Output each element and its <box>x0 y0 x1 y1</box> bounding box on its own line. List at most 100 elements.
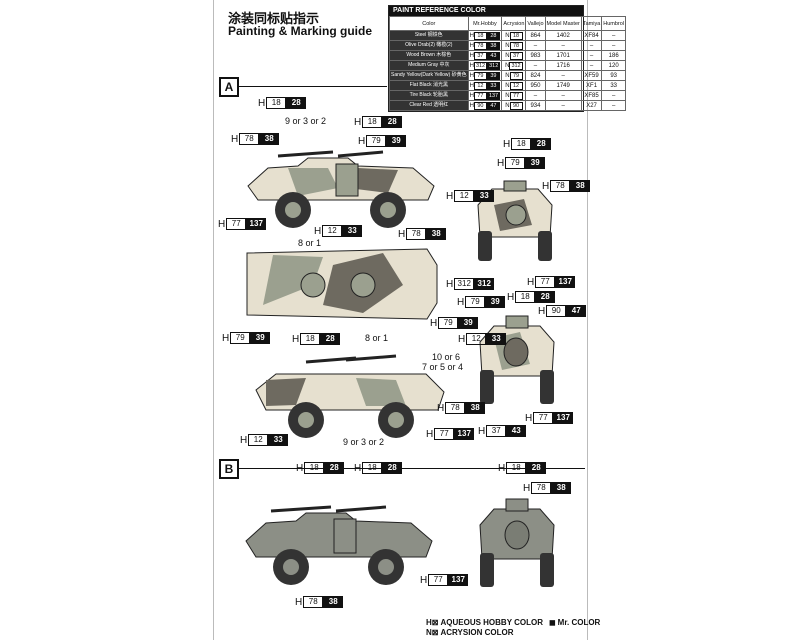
mr-code: 312 <box>487 61 501 70</box>
callout-prefix: H <box>292 333 300 345</box>
paint-table-title: PAINT REFERENCE COLOR <box>389 6 583 16</box>
humbrol-code: 93 <box>601 70 627 81</box>
callout-prefix: H <box>503 138 511 150</box>
n-code: 312 <box>509 61 523 70</box>
n-code: 18 <box>509 31 523 40</box>
callout-h-code: 18 <box>515 291 536 303</box>
callout-prefix: H <box>458 333 466 345</box>
col-mrhobby: Mr.Hobby <box>467 16 503 31</box>
callout-prefix: H <box>426 428 434 440</box>
col-humbrol: Humbrol <box>601 16 627 31</box>
callout-h-code: 77 <box>535 276 556 288</box>
callout-mr-code: 28 <box>526 462 547 474</box>
mr-code: 28 <box>486 31 500 40</box>
callout-h-code: 18 <box>304 462 325 474</box>
callout-mr-code: 38 <box>465 402 486 414</box>
h-code: 312 <box>473 61 488 70</box>
tamiya-code: XF1 <box>580 80 603 91</box>
vehicle-b-rear <box>479 498 555 587</box>
vallejo-code: – <box>525 40 546 51</box>
callout-prefix: H <box>354 462 362 474</box>
callout-mr-code: 137 <box>553 412 574 424</box>
model-master-code: – <box>544 100 582 111</box>
model-master-code: – <box>544 90 582 101</box>
callout-mr-code: 137 <box>454 428 475 440</box>
tamiya-code: – <box>580 40 603 51</box>
callout-mr-code: 39 <box>525 157 546 169</box>
callout-h-code: 18 <box>266 97 287 109</box>
callout-h-code: 78 <box>406 228 427 240</box>
color-legend: H⊠AQUEOUS HOBBY COLOR◼Mr. COLOR N⊠ACRYSI… <box>426 618 601 637</box>
callout-mr-code: 28 <box>286 97 307 109</box>
paint-name: Tire Black 轮胎黑 <box>389 90 469 101</box>
callout-mr-code: 39 <box>458 317 479 329</box>
callout-prefix: H <box>314 225 322 237</box>
callout-mr-code: 38 <box>551 482 572 494</box>
col-acrysion: Acrysion <box>501 16 527 31</box>
callout-prefix: H <box>358 135 366 147</box>
callout-prefix: H <box>446 278 454 290</box>
callout-prefix: H <box>218 218 226 230</box>
h-code: 12 <box>473 81 487 90</box>
vehicle-a-rear <box>479 315 555 404</box>
mr-code: 33 <box>486 81 500 90</box>
callout-prefix: H <box>497 157 505 169</box>
tamiya-code: – <box>580 60 603 71</box>
callout-mr-code: 43 <box>506 425 527 437</box>
model-master-code: – <box>544 40 582 51</box>
h-code: 90 <box>473 101 487 110</box>
decal-label: 9 or 3 or 2 <box>343 437 385 447</box>
callout-mr-code: 312 <box>474 278 495 290</box>
section-a-marker: A <box>219 77 239 97</box>
callout-prefix: H <box>542 180 550 192</box>
col-model-master: Model Master <box>544 16 582 31</box>
callout-mr-code: 47 <box>566 305 587 317</box>
paint-name: Steel 钢铁色 <box>389 30 469 41</box>
decal-label: 10 or 6 <box>432 352 461 362</box>
callout-h-code: 78 <box>303 596 324 608</box>
n-code: 90 <box>509 101 523 110</box>
callout-mr-code: 137 <box>555 276 576 288</box>
paint-name: Clear Red 透明红 <box>389 100 469 111</box>
paint-name: Wood Brown 木棕色 <box>389 50 469 61</box>
callout-mr-code: 38 <box>570 180 591 192</box>
decal-label: 8 or 1 <box>298 238 322 248</box>
model-master-code: 1402 <box>544 30 582 41</box>
col-vallejo: Vallejo <box>525 16 546 31</box>
callout-h-code: 79 <box>366 135 387 147</box>
callout-prefix: H <box>398 228 406 240</box>
callout-prefix: H <box>507 291 515 303</box>
callout-h-code: 18 <box>362 462 383 474</box>
callout-mr-code: 28 <box>324 462 345 474</box>
callout-prefix: H <box>430 317 438 329</box>
callout-h-code: 12 <box>454 190 475 202</box>
callout-h-code: 77 <box>434 428 455 440</box>
vallejo-code: 950 <box>525 80 546 91</box>
humbrol-code: – <box>601 100 627 111</box>
callout-h-code: 12 <box>322 225 343 237</box>
callout-mr-code: 39 <box>485 296 506 308</box>
callout-mr-code: 28 <box>382 116 403 128</box>
mr-code: 39 <box>486 71 500 80</box>
n-code: 78 <box>509 41 523 50</box>
